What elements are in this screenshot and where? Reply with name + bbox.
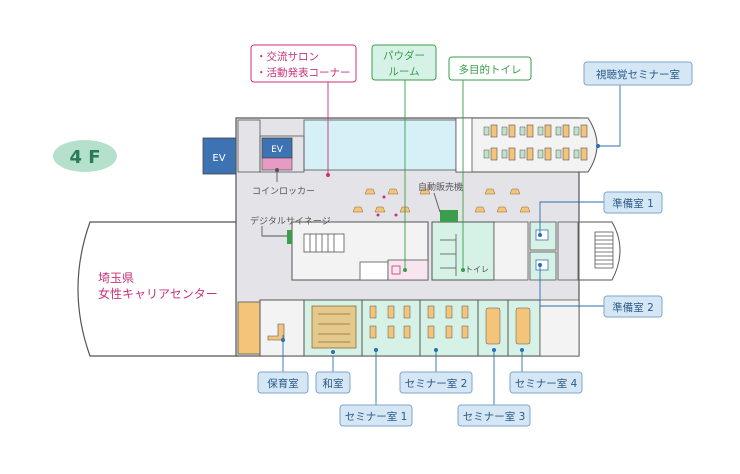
right-stairs <box>594 231 614 269</box>
av-seminar-callout <box>583 61 693 86</box>
ev-hall <box>259 135 305 173</box>
toilet-room-right <box>493 221 529 281</box>
signage-label: デジタルサイネージ <box>250 215 331 227</box>
nursery-callout <box>257 371 309 394</box>
nursery-callout-text: 保育室 <box>267 377 299 390</box>
multi-toilet-callout <box>448 56 532 81</box>
top-left-room <box>237 119 261 173</box>
vending-label: 自動販売機 <box>418 181 463 193</box>
building-name-line2: 女性キャリアセンター <box>98 286 218 301</box>
seminar4-callout <box>509 371 583 394</box>
seminar3-callout-text: セミナー室 3 <box>463 410 526 423</box>
powder-callout-line1: パウダー <box>383 49 425 62</box>
building-name-line1: 埼玉県 <box>98 271 134 285</box>
salon-seats <box>376 195 398 217</box>
prep2-callout-text: 準備室 2 <box>612 301 654 314</box>
av-seminar-callout-text: 視聴覚セミナー室 <box>596 68 680 81</box>
powder-room-marker <box>391 265 401 275</box>
salon-top-band <box>303 119 457 171</box>
central-stairs <box>303 233 389 281</box>
av-seminar-desks <box>490 124 588 161</box>
seminar2-callout-text: セミナー室 2 <box>405 377 468 390</box>
japanese-room-tatami <box>311 305 357 349</box>
av-seminar-chairs <box>483 126 580 159</box>
japanese-room-callout <box>315 371 351 394</box>
vending-machine-marker <box>440 210 458 222</box>
seminar2-callout <box>399 371 473 394</box>
bottom-right-wing <box>539 299 580 357</box>
seminar-desks <box>369 305 531 345</box>
nursery-play-item <box>267 323 285 341</box>
prep2-callout <box>603 295 663 318</box>
coin-locker-label: コインロッカー <box>252 186 315 197</box>
toilet-partitions <box>440 234 457 276</box>
av-seminar-room <box>455 117 598 173</box>
seminar4-callout-text: セミナー室 4 <box>515 377 578 390</box>
toilet-label: トイレ <box>465 265 489 274</box>
salon-callout-line2: ・活動発表コーナー <box>256 66 351 79</box>
elevator-inner-label: EV <box>271 145 284 155</box>
salon-tables <box>352 188 531 213</box>
elevator-outer-label: EV <box>212 153 225 164</box>
japanese-room-callout-text: 和室 <box>323 377 344 390</box>
prep1-callout <box>603 191 663 214</box>
seminar3-callout <box>457 404 531 427</box>
multi-toilet-callout-text: 多目的トイレ <box>459 63 522 76</box>
av-seminar-inner-wall <box>455 117 473 173</box>
floor-label: 4 F <box>69 147 100 168</box>
prep1-callout-text: 準備室 1 <box>612 197 654 210</box>
bottom-left-storage <box>237 301 261 355</box>
seminar1-callout <box>339 404 413 427</box>
salon-callout <box>250 44 357 83</box>
elevator-outer <box>202 137 237 175</box>
powder-callout <box>371 44 437 81</box>
signage-marker <box>287 230 292 244</box>
salon-callout-line1: ・交流サロン <box>256 50 319 63</box>
left-wing <box>77 221 239 357</box>
leader-dots <box>275 144 600 354</box>
japanese-room-lines <box>318 313 350 343</box>
powder-room <box>387 259 429 281</box>
leader-lines <box>261 80 621 405</box>
floor-badge <box>53 140 117 172</box>
corridor-right-block <box>557 221 579 281</box>
seminar1-callout-text: セミナー室 1 <box>345 410 408 423</box>
powder-callout-line2: ルーム <box>388 66 419 78</box>
